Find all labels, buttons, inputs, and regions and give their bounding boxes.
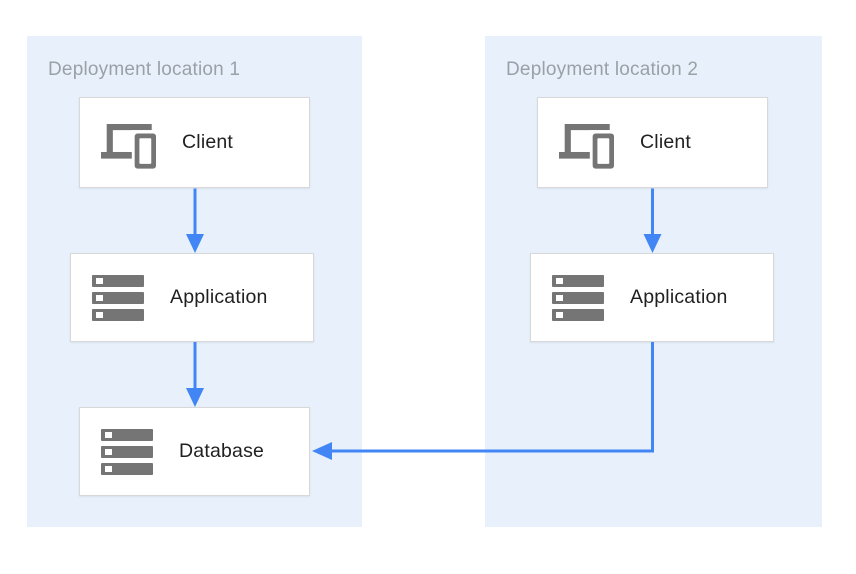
server-stack-icon bbox=[101, 428, 153, 475]
node-client-2: Client bbox=[537, 97, 768, 188]
node-client-1: Client bbox=[79, 97, 310, 188]
server-stack-icon bbox=[92, 274, 144, 321]
panel-title: Deployment location 2 bbox=[506, 59, 699, 80]
server-stack-icon bbox=[552, 274, 604, 321]
node-database-1: Database bbox=[79, 407, 310, 496]
node-label: Application bbox=[630, 286, 728, 308]
node-application-2: Application bbox=[530, 253, 774, 342]
node-label: Application bbox=[170, 286, 268, 308]
client-devices-icon bbox=[559, 116, 614, 169]
node-label: Client bbox=[640, 131, 692, 153]
deployment-location-2-panel: Deployment location 2 Client bbox=[485, 36, 822, 527]
node-application-1: Application bbox=[70, 253, 314, 342]
panel-title: Deployment location 1 bbox=[48, 59, 241, 80]
node-label: Client bbox=[182, 131, 234, 153]
deployment-location-1-panel: Deployment location 1 Client bbox=[27, 36, 362, 527]
node-label: Database bbox=[179, 440, 265, 462]
client-devices-icon bbox=[101, 116, 156, 169]
